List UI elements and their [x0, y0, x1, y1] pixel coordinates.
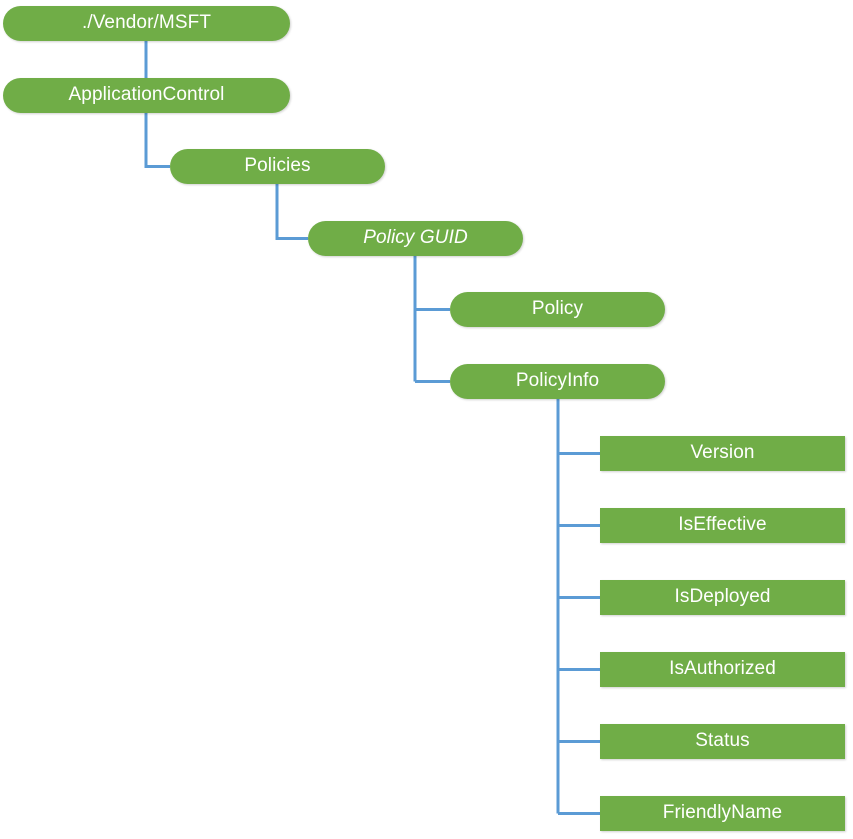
node-policy-guid[interactable]: Policy GUID	[308, 221, 523, 256]
node-friendly-name[interactable]: FriendlyName	[600, 796, 845, 831]
node-label: ApplicationControl	[68, 84, 225, 106]
node-policies[interactable]: Policies	[170, 149, 385, 184]
node-is-deployed[interactable]: IsDeployed	[600, 580, 845, 615]
node-status[interactable]: Status	[600, 724, 845, 759]
node-version[interactable]: Version	[600, 436, 845, 471]
node-is-authorized[interactable]: IsAuthorized	[600, 652, 845, 687]
node-label: Policies	[244, 155, 311, 177]
edge-applicationcontrol-to-policies	[144, 113, 170, 168]
node-label: Policy GUID	[363, 227, 468, 249]
node-label: FriendlyName	[662, 802, 783, 824]
node-vendor-msft[interactable]: ./Vendor/MSFT	[3, 6, 290, 41]
node-label: IsEffective	[678, 514, 767, 536]
node-label: PolicyInfo	[515, 370, 600, 392]
node-label: IsAuthorized	[669, 658, 776, 680]
node-label: Status	[695, 730, 750, 752]
node-application-control[interactable]: ApplicationControl	[3, 78, 290, 113]
node-label: Policy	[531, 298, 584, 320]
node-label: IsDeployed	[674, 586, 771, 608]
node-is-effective[interactable]: IsEffective	[600, 508, 845, 543]
node-label: ./Vendor/MSFT	[81, 12, 212, 34]
edge-policies-to-policyguid	[275, 184, 308, 240]
node-policy[interactable]: Policy	[450, 292, 665, 327]
node-label: Version	[690, 442, 755, 464]
node-policy-info[interactable]: PolicyInfo	[450, 364, 665, 399]
